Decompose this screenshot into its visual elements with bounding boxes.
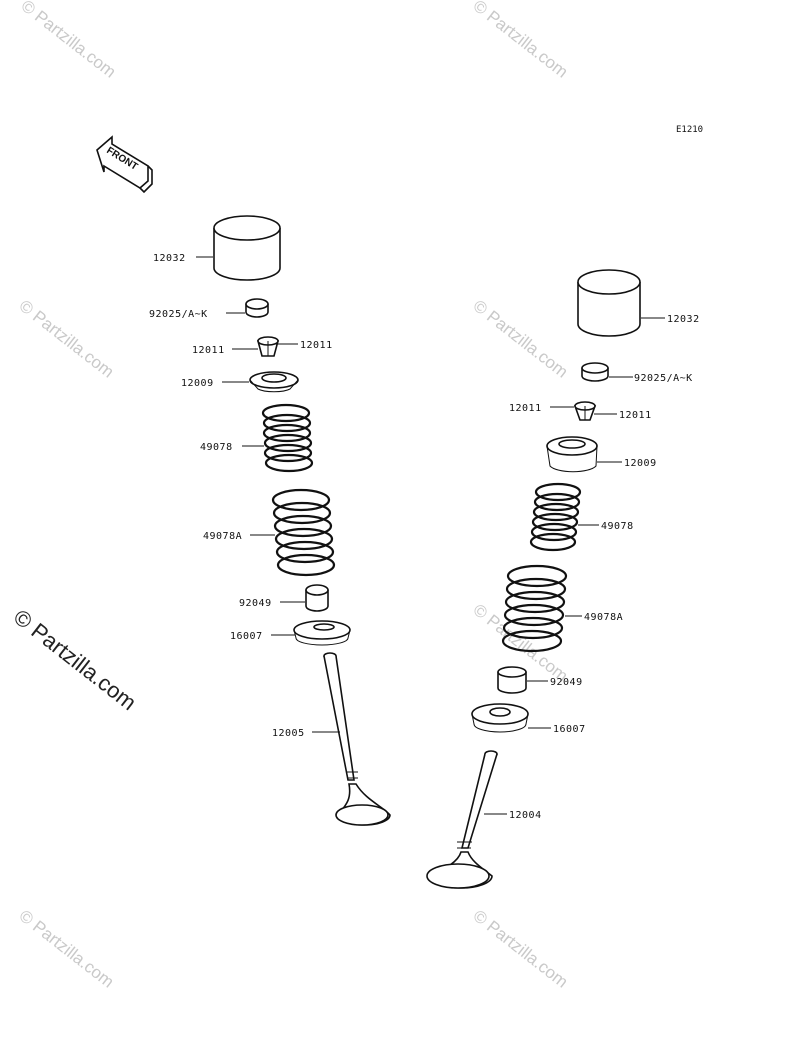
part-label-12004: 12004	[509, 810, 542, 821]
outer-valve-spring	[501, 564, 568, 653]
spring-retainer	[546, 436, 598, 473]
outer-valve-spring	[271, 488, 336, 577]
part-label-12005: 12005	[272, 728, 305, 739]
watermark-bottom-left: © Partzilla.com	[16, 906, 118, 992]
exhaust-valve	[323, 652, 391, 826]
inner-valve-spring	[261, 403, 314, 473]
watermark-main: © Partzilla.com	[9, 604, 141, 715]
part-label-92049: 92049	[550, 677, 583, 688]
watermark-mid-left: © Partzilla.com	[16, 296, 118, 382]
shim	[581, 362, 609, 382]
spring-retainer	[249, 371, 299, 393]
tappet	[213, 215, 281, 281]
inner-valve-spring	[529, 482, 582, 552]
part-label-92025: 92025/A~K	[149, 309, 208, 320]
watermark-top-left: © Partzilla.com	[18, 0, 120, 82]
part-label-12032: 12032	[667, 314, 700, 325]
watermark-top-right: © Partzilla.com	[470, 0, 572, 82]
part-label-49078a: 49078A	[203, 531, 242, 542]
watermark-mid-right: © Partzilla.com	[470, 296, 572, 382]
oil-seal	[497, 666, 527, 694]
valve-cotter	[573, 401, 597, 421]
intake-valve	[426, 750, 498, 889]
part-label-12011-a: 12011	[509, 403, 542, 414]
valve-cotter	[256, 336, 280, 357]
shim	[245, 298, 269, 318]
part-label-92025: 92025/A~K	[634, 373, 693, 384]
part-label-49078: 49078	[601, 521, 634, 532]
part-label-16007: 16007	[230, 631, 263, 642]
part-label-16007: 16007	[553, 724, 586, 735]
spring-seat	[471, 703, 529, 733]
diagram-code: E1210	[676, 125, 703, 135]
part-label-12011-b: 12011	[619, 410, 652, 421]
left-valve-assembly: 12032 92025/A~K 12011 12011 12009 49078 …	[149, 215, 391, 826]
watermark-bottom-right: © Partzilla.com	[470, 906, 572, 992]
oil-seal	[305, 584, 329, 612]
part-label-12011-b: 12011	[300, 340, 333, 351]
part-label-92049: 92049	[239, 598, 272, 609]
part-label-49078a: 49078A	[584, 612, 623, 623]
part-label-12032: 12032	[153, 253, 186, 264]
front-arrow-icon: FRONT	[96, 135, 153, 194]
right-valve-assembly: 12032 92025/A~K 12011 12011 12009 49078 …	[426, 269, 700, 889]
part-label-12009: 12009	[624, 458, 657, 469]
tappet	[577, 269, 641, 337]
spring-seat	[293, 620, 351, 646]
part-label-12009: 12009	[181, 378, 214, 389]
part-label-12011-a: 12011	[192, 345, 225, 356]
part-label-49078: 49078	[200, 442, 233, 453]
